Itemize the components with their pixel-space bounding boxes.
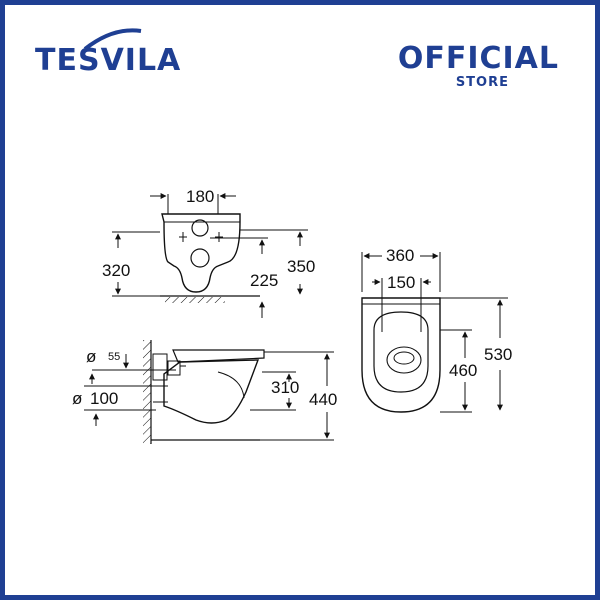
dim-100: 100 bbox=[90, 389, 118, 408]
dim-55: 55 bbox=[108, 351, 120, 363]
dim-310: 310 bbox=[271, 378, 299, 397]
diameter-symbol-large: ø bbox=[72, 389, 82, 408]
dim-440: 440 bbox=[309, 390, 337, 409]
dim-360: 360 bbox=[386, 246, 414, 265]
diameter-symbol-small: ø bbox=[86, 347, 96, 366]
top-view: 180 320 225 350 bbox=[102, 187, 315, 318]
dim-180: 180 bbox=[186, 187, 214, 206]
official-label: OFFICIAL bbox=[397, 41, 559, 76]
dim-225: 225 bbox=[250, 271, 278, 290]
brand-swoosh-icon bbox=[83, 28, 142, 51]
dim-150: 150 bbox=[387, 273, 415, 292]
front-view: 360 150 460 530 bbox=[361, 246, 512, 413]
brand-logo: TESVILA bbox=[35, 43, 182, 78]
side-view: ø 55 ø 100 310 440 bbox=[72, 340, 337, 444]
dim-460: 460 bbox=[449, 361, 477, 380]
dim-320: 320 bbox=[102, 261, 130, 280]
dim-350: 350 bbox=[287, 257, 315, 276]
store-label: STORE bbox=[455, 75, 509, 90]
dim-530: 530 bbox=[484, 345, 512, 364]
